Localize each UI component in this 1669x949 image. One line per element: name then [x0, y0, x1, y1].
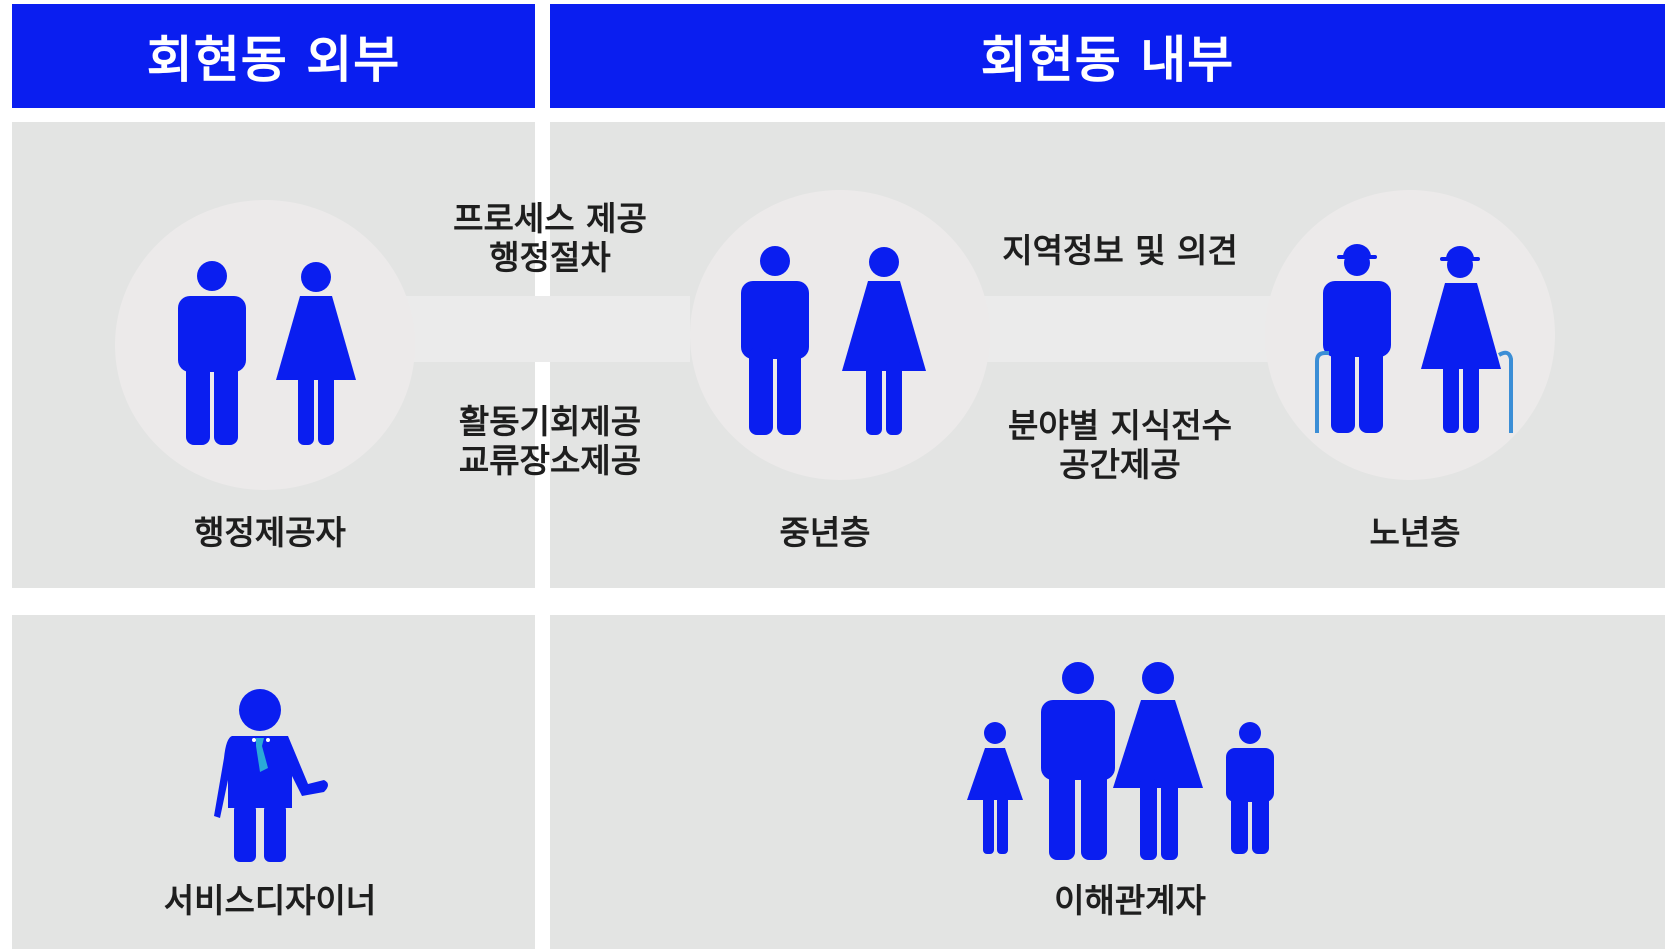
header-outside: 회현동 외부 — [12, 4, 535, 108]
group-label-stakeholders: 이해관계자 — [1054, 881, 1206, 920]
middle-man-icon — [741, 246, 809, 435]
header-outside-title: 회현동 외부 — [146, 31, 401, 89]
flow-label-senior-bottom: 분야별 지식전수 공간제공 — [975, 406, 1265, 485]
flow-senior-bottom-line1: 분야별 지식전수 — [1007, 406, 1232, 445]
elder-woman-icon — [1421, 246, 1513, 433]
flow-senior-bottom-line2: 공간제공 — [1059, 444, 1181, 484]
flow-admin-to-middle-line1: 프로세스 제공 — [453, 199, 647, 238]
flow-label-senior-top: 지역정보 및 의견 — [975, 231, 1265, 271]
middle-woman-icon — [842, 247, 926, 435]
designer-icon — [214, 689, 328, 862]
flow-label-admin-to-middle: 프로세스 제공 행정절차 — [430, 199, 670, 278]
flow-label-middle-to-admin: 활동기회제공 교류장소제공 — [430, 402, 670, 481]
flow-band-left — [400, 296, 690, 362]
flow-admin-to-middle-line2: 행정절차 — [489, 237, 611, 277]
group-label-admin: 행정제공자 — [194, 513, 346, 552]
circle-middle — [690, 190, 990, 480]
circle-admin — [115, 200, 415, 490]
panel-inside-bottom — [550, 615, 1665, 949]
header-inside-title: 회현동 내부 — [980, 31, 1235, 89]
group-label-designer: 서비스디자이너 — [163, 881, 377, 920]
flow-middle-to-admin-line1: 활동기회제공 — [458, 402, 642, 441]
flow-band-right — [965, 296, 1275, 362]
flow-middle-to-admin-line2: 교류장소제공 — [458, 440, 642, 480]
family-icon — [967, 662, 1274, 860]
admin-woman-icon — [276, 262, 356, 445]
group-label-senior: 노년층 — [1369, 513, 1461, 552]
elder-man-icon — [1315, 244, 1391, 433]
header-inside: 회현동 내부 — [550, 4, 1665, 108]
circle-senior — [1265, 190, 1555, 480]
admin-man-icon — [178, 261, 246, 445]
flow-senior-top-line1: 지역정보 및 의견 — [1002, 231, 1238, 270]
group-label-middle: 중년층 — [779, 513, 871, 552]
